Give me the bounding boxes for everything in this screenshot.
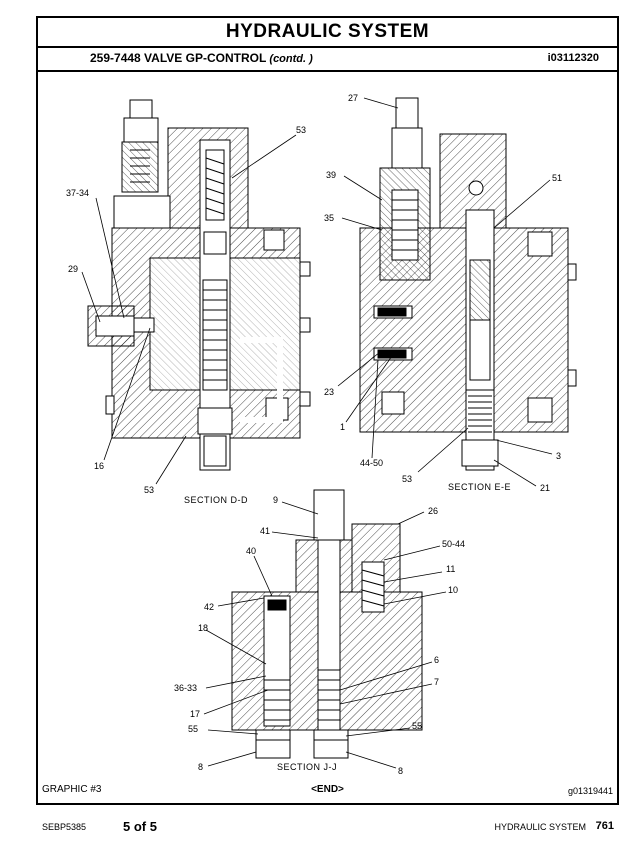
section-dd-drawing — [87, 99, 311, 471]
section-titles: SECTION D-D SECTION E-E SECTION J-J — [184, 482, 511, 772]
callout-11: 11 — [446, 564, 455, 574]
callout-53-top: 53 — [296, 125, 306, 135]
footer-section-name: HYDRAULIC SYSTEM — [494, 822, 586, 832]
callout-21: 21 — [540, 483, 550, 493]
section-jj-drawing — [231, 489, 423, 759]
callout-53-ee: 53 — [402, 474, 412, 484]
graphic-label: GRAPHIC #3 — [42, 784, 102, 795]
callout-39: 39 — [326, 170, 336, 180]
callout-44-50: 44-50 — [360, 458, 383, 468]
callout-3: 3 — [556, 451, 561, 461]
part-title: 259-7448 VALVE GP-CONTROL (contd. ) — [90, 51, 313, 65]
callout-42: 42 — [204, 602, 214, 612]
callout-41: 41 — [260, 526, 270, 536]
document-id: i03112320 — [547, 52, 599, 64]
callout-1: 1 — [340, 422, 345, 432]
callout-40: 40 — [246, 546, 256, 556]
callout-51: 51 — [552, 173, 562, 183]
graphic-reference: g01319441 — [567, 786, 613, 796]
callout-37-34: 37-34 — [66, 188, 89, 198]
callout-35: 35 — [324, 213, 334, 223]
callout-8-left: 8 — [198, 762, 203, 772]
callout-10: 10 — [448, 585, 458, 595]
footer-document-number: SEBP5385 — [42, 822, 87, 832]
leader-lines — [81, 97, 553, 769]
callout-18: 18 — [198, 623, 208, 633]
end-marker: <END> — [311, 784, 344, 795]
callout-53-dd: 53 — [144, 485, 154, 495]
callout-27: 27 — [348, 93, 358, 103]
part-title-contd: (contd. ) — [269, 53, 313, 65]
callout-6: 6 — [434, 655, 439, 665]
callout-labels: 53 37-34 29 16 53 27 39 35 51 23 1 44-50… — [66, 93, 562, 776]
callout-8-right: 8 — [398, 766, 403, 776]
section-ee-title: SECTION E-E — [448, 482, 511, 492]
callout-36-33: 36-33 — [174, 683, 197, 693]
section-dd-title: SECTION D-D — [184, 495, 248, 505]
part-title-text: 259-7448 VALVE GP-CONTROL — [90, 51, 267, 65]
callout-23: 23 — [324, 387, 334, 397]
callout-26: 26 — [428, 506, 438, 516]
footer-page-number: 761 — [595, 820, 614, 832]
section-ee-drawing — [359, 97, 577, 471]
page-title: HYDRAULIC SYSTEM — [38, 18, 617, 48]
callout-50-44: 50-44 — [442, 539, 465, 549]
page-frame: HYDRAULIC SYSTEM 259-7448 VALVE GP-CONTR… — [36, 16, 619, 805]
callout-16: 16 — [94, 461, 104, 471]
section-jj-title: SECTION J-J — [277, 762, 337, 772]
callout-29: 29 — [68, 264, 78, 274]
callout-17: 17 — [190, 709, 200, 719]
callout-7: 7 — [434, 677, 439, 687]
callout-55-left: 55 — [188, 724, 198, 734]
callout-55-right: 55 — [412, 721, 422, 731]
callout-9: 9 — [273, 495, 278, 505]
subtitle-bar: 259-7448 VALVE GP-CONTROL (contd. ) i031… — [38, 46, 617, 72]
footer-page-of: 5 of 5 — [123, 819, 157, 834]
